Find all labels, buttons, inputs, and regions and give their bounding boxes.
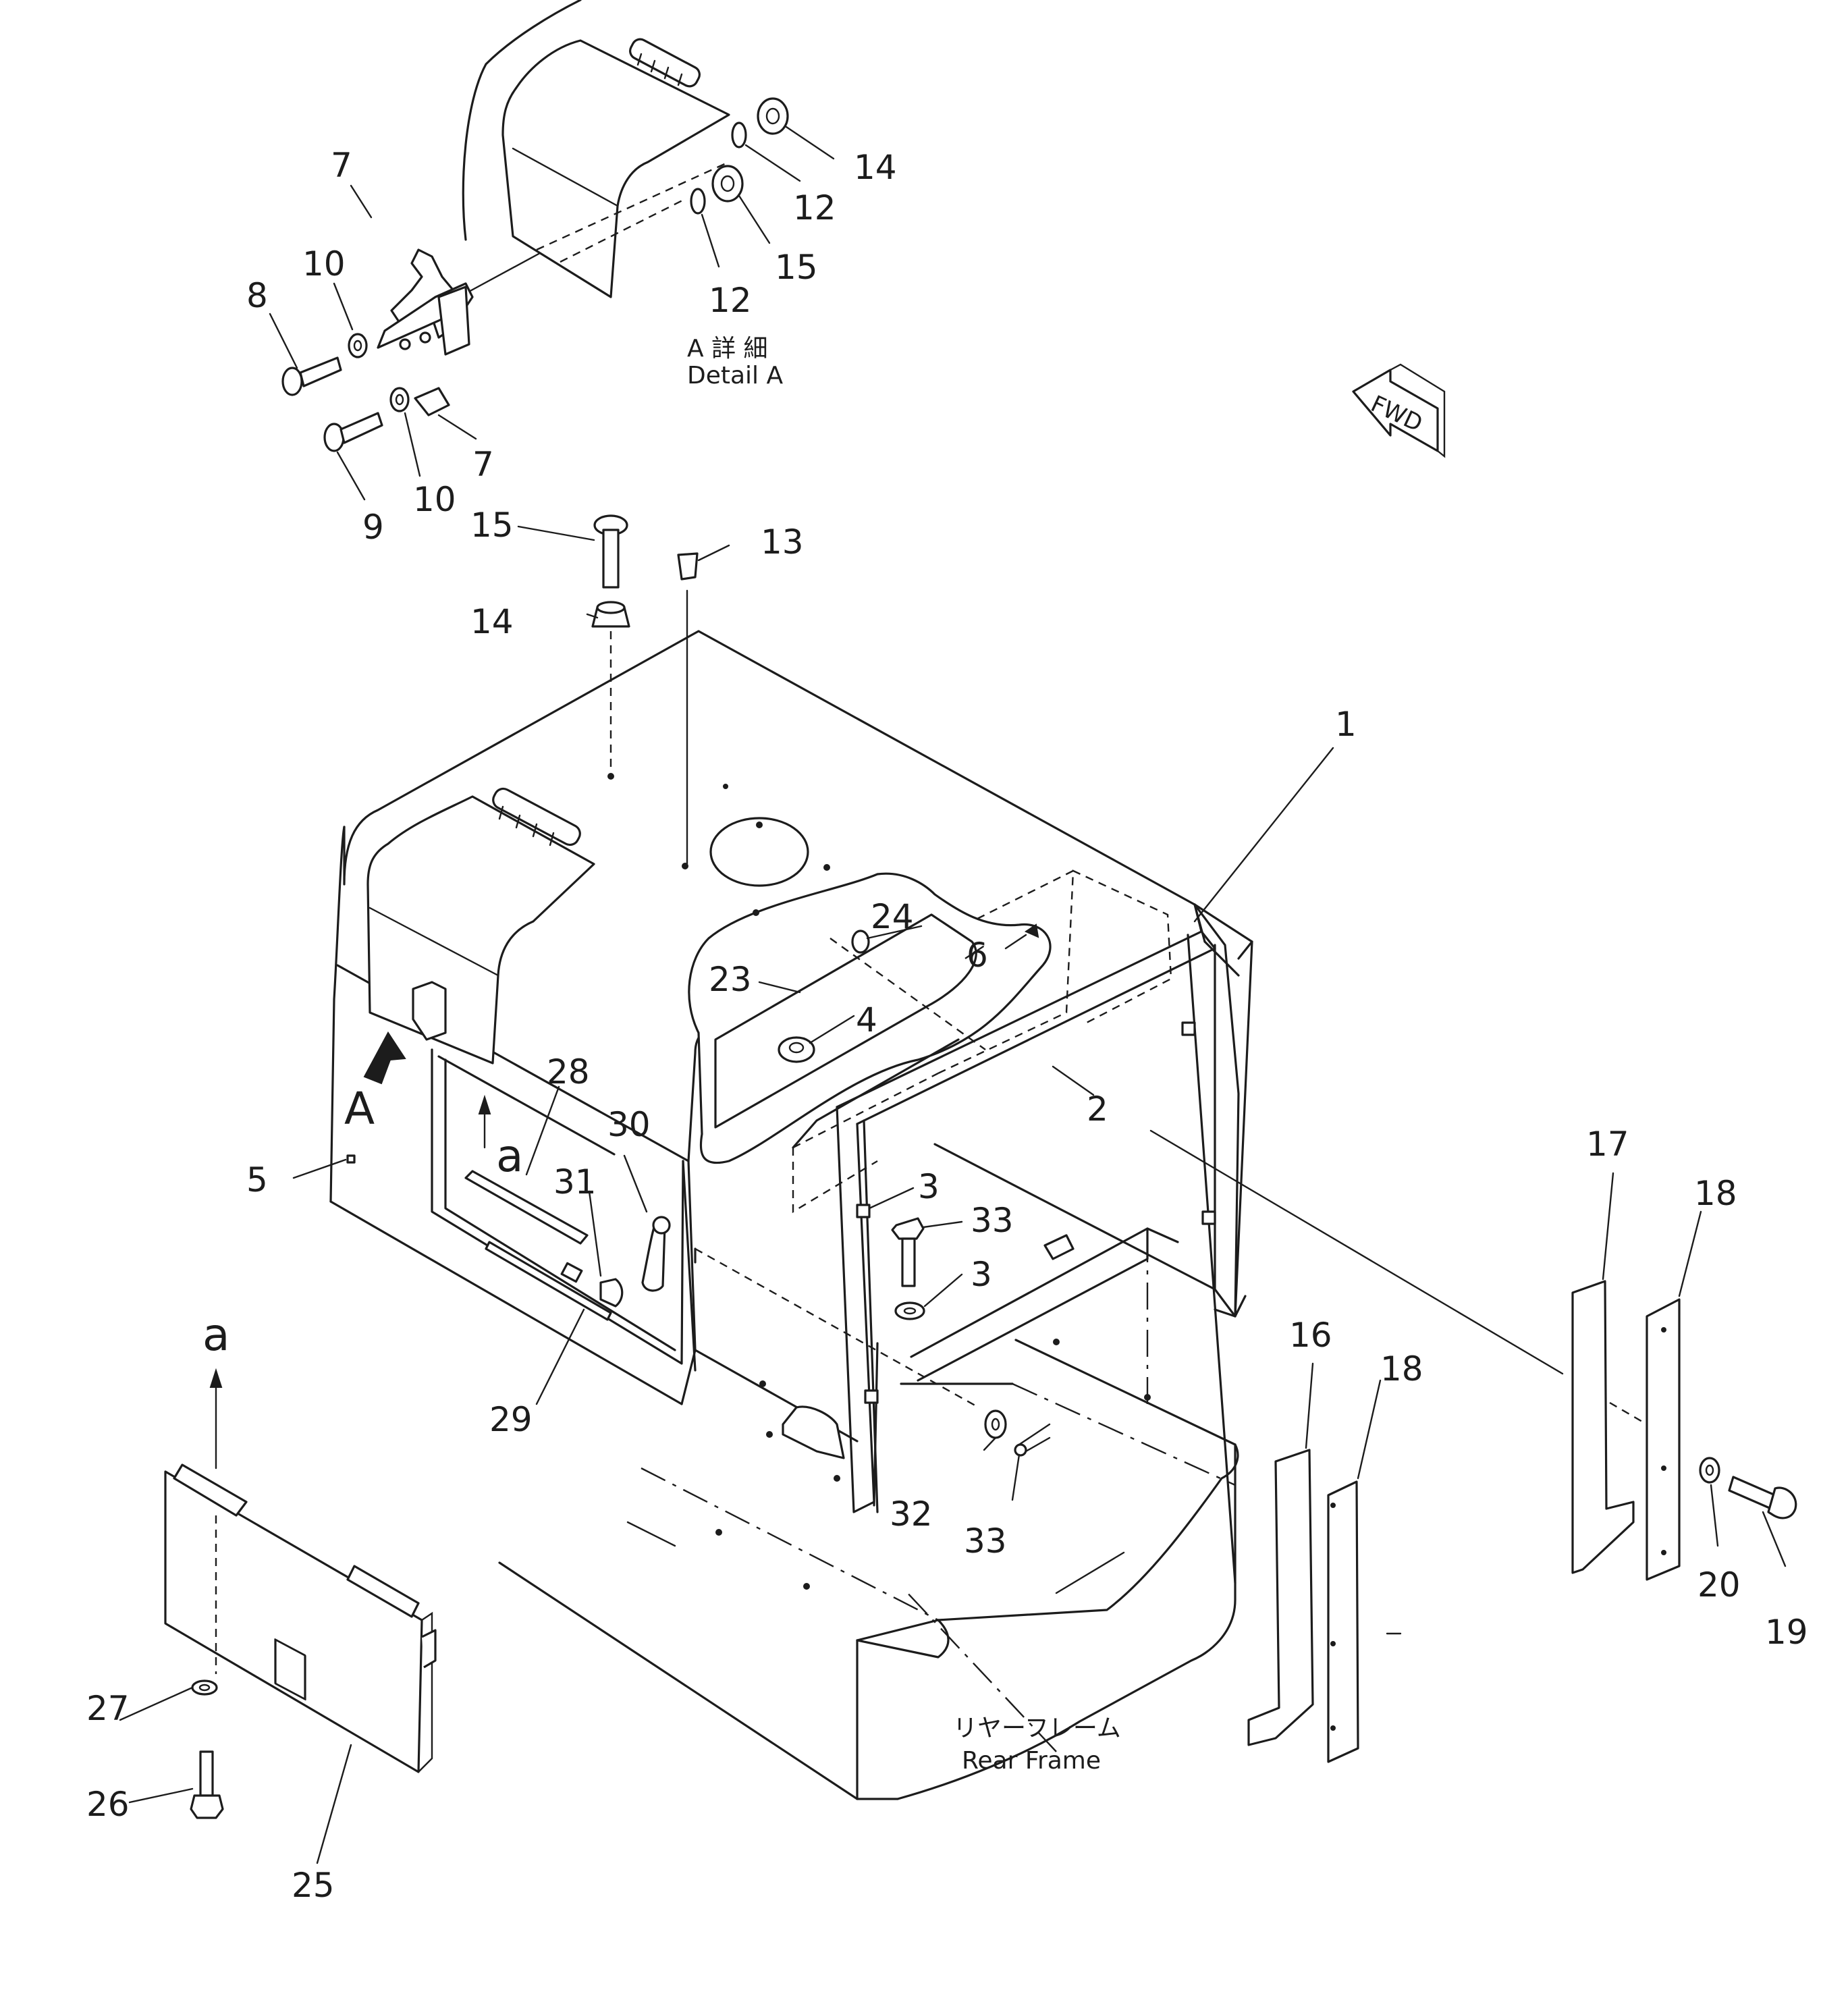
rear-wall-cutout	[782, 1405, 845, 1459]
bushing-14-icon	[591, 601, 630, 628]
bolt-32-icon	[891, 1217, 925, 1287]
label-3: 3	[918, 1167, 940, 1206]
corner-trim-16	[1247, 1449, 1314, 1746]
bolt-9-icon	[323, 412, 383, 452]
label-9: 9	[362, 508, 384, 547]
label-5: 5	[246, 1160, 268, 1200]
roof-hole	[709, 817, 809, 887]
label-16: 16	[1289, 1316, 1332, 1355]
nut-11-upper-icon	[757, 97, 789, 135]
corner-trim-17	[1571, 1280, 1635, 1574]
label-19: 19	[1765, 1613, 1808, 1652]
label-18-right: 18	[1694, 1174, 1737, 1213]
bracket-7-lower	[414, 387, 450, 416]
label-13: 13	[761, 522, 804, 562]
label-11-lower: 15	[775, 248, 818, 287]
label-25: 27	[86, 1689, 130, 1728]
view-a-arrow-icon	[363, 1031, 406, 1085]
washer-33-icon	[894, 1301, 925, 1320]
cap-13-icon	[677, 552, 699, 581]
washer-20-icon	[1699, 1457, 1720, 1484]
plug-5	[346, 1154, 356, 1164]
label-12-lower: 12	[709, 281, 752, 320]
seal-4-icon	[778, 1036, 815, 1063]
label-10-lower: 10	[413, 480, 456, 519]
label-28: 30	[607, 1105, 651, 1144]
view-marker-a-body: a	[496, 1130, 523, 1182]
detail-a-caption-en: Detail A	[687, 362, 783, 389]
door-hinge-upper-icon	[173, 1463, 248, 1517]
roof-hinge-icon	[492, 787, 581, 846]
label-33: 3	[971, 1255, 992, 1294]
label-12-upper: 12	[793, 188, 836, 227]
rear-frame-caption: リヤーフレーム Rear Frame	[953, 1715, 1121, 1775]
cab-assembly	[329, 589, 1253, 1584]
label-23: 25	[292, 1866, 335, 1905]
nut-11-lower-icon	[711, 165, 744, 203]
label-10-upper: 10	[302, 244, 346, 284]
part-labels: 14 12 15 12 7 10 8 7 10 9 15 13 14 1 24 …	[86, 146, 1808, 1905]
detail-hinge-icon	[629, 38, 701, 88]
fwd-arrow-icon: FWD	[1352, 363, 1446, 458]
washer-12-upper-icon	[731, 122, 747, 149]
label-27: 29	[489, 1400, 533, 1439]
detail-cover-panel	[501, 39, 730, 298]
label-24: 26	[86, 1785, 130, 1824]
label-22: 24	[871, 897, 914, 936]
corner-trim-18-left	[1327, 1480, 1359, 1763]
label-30: 32	[890, 1495, 933, 1534]
bolt-19-icon	[1728, 1476, 1797, 1519]
door-hinge-lower-icon	[346, 1565, 420, 1618]
label-11-upper: 14	[854, 148, 897, 187]
clip-22-icon	[851, 930, 870, 954]
label-18-left: 18	[1380, 1349, 1423, 1389]
leader-lines	[119, 525, 1787, 1864]
label-8: 8	[246, 276, 268, 315]
roof-latch	[412, 981, 447, 1041]
label-21: 23	[709, 960, 752, 999]
label-4: 4	[856, 1000, 877, 1040]
label-26: 28	[547, 1052, 590, 1092]
washer-25-icon	[191, 1679, 218, 1696]
corner-trim-18-right	[1646, 1298, 1681, 1581]
rail-27	[485, 1241, 612, 1321]
label-6: 6	[967, 936, 988, 975]
rear-frame-caption-en: Rear Frame	[962, 1747, 1101, 1775]
rail-26	[464, 1170, 589, 1245]
bolt-24-icon	[190, 1750, 224, 1819]
view-marker-A: A	[344, 1083, 375, 1135]
view-marker-a-cover: a	[202, 1309, 229, 1361]
rear-frame-caption-jp: リヤーフレーム	[953, 1715, 1121, 1742]
label-20: 20	[1697, 1565, 1741, 1605]
latch-rod-28	[641, 1224, 666, 1292]
washer-10-upper-icon	[348, 333, 368, 358]
label-14: 14	[470, 602, 514, 641]
label-7-upper: 7	[331, 146, 352, 185]
bolt-15-icon	[593, 514, 628, 589]
bolt-8-icon	[281, 356, 342, 396]
label-7-lower: 7	[472, 445, 494, 484]
detail-a-caption-jp: A 詳 細	[687, 335, 768, 362]
washer-10-lower-icon	[389, 387, 410, 412]
label-32: 33	[971, 1201, 1014, 1240]
label-1: 1	[1335, 705, 1357, 744]
label-31: 33	[964, 1522, 1007, 1561]
rear-frame	[498, 1252, 1239, 1800]
pin-31-icon	[1014, 1423, 1051, 1457]
roller-29	[599, 1278, 624, 1308]
label-2: 2	[1087, 1089, 1108, 1129]
detail-a-caption: A 詳 細 Detail A	[687, 335, 783, 389]
washer-12-lower-icon	[690, 188, 706, 215]
detail-a-view	[269, 0, 835, 501]
label-29: 31	[553, 1162, 597, 1202]
door-panel-23	[164, 1368, 437, 1773]
label-15: 15	[470, 506, 514, 545]
washer-30-icon	[984, 1409, 1007, 1439]
label-17: 17	[1586, 1125, 1629, 1164]
